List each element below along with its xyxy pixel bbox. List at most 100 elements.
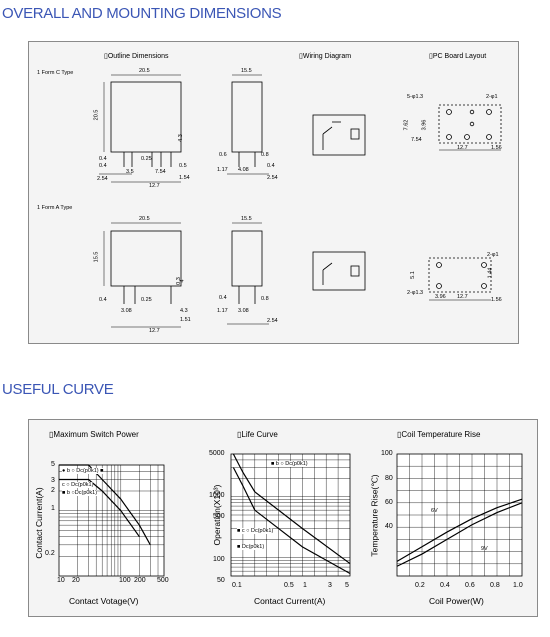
pcb-a-p7: 1.44 xyxy=(487,267,494,279)
dim-c-d6: 7.54 xyxy=(155,169,166,175)
switch-power-series-1 xyxy=(59,464,151,546)
c2-ytick-50: 50 xyxy=(217,577,225,584)
c2-ytick-100: 100 xyxy=(213,556,225,563)
dim-a-d7: 12.7 xyxy=(149,328,160,334)
c1-ytick-5: 5 xyxy=(51,461,55,468)
c3-xlabel: Coil Power(W) xyxy=(429,596,484,606)
c3-ytick-100: 100 xyxy=(381,450,393,457)
dim-c-pin-len: 4.3 xyxy=(177,134,184,142)
dim-c-d5: 3.5 xyxy=(126,169,134,175)
outline-dimensions-label: ▯Outline Dimensions xyxy=(104,53,169,60)
pcb-a-p2: 2-φ1.3 xyxy=(407,290,424,296)
form-c-label: 1 Form C Type xyxy=(37,70,74,76)
dim-a-width: 20.5 xyxy=(139,216,150,222)
c2-xtick-01: 0.1 xyxy=(232,582,242,589)
dim-a-d2: 0.4 xyxy=(99,297,107,303)
c3-ytick-40: 40 xyxy=(385,523,393,530)
section-title-curves: USEFUL CURVE xyxy=(2,381,114,398)
c2-xtick-3: 3 xyxy=(328,582,332,589)
c1-xtick-100: 100 xyxy=(119,577,131,584)
pcb-a-p3: 3.96 xyxy=(435,294,446,300)
c2-xtick-05: 0.5 xyxy=(284,582,294,589)
c1-ytick-2: 2 xyxy=(51,487,55,494)
dim-c-d1: 0.4 xyxy=(99,156,107,162)
pcb-c-p7: 1.56 xyxy=(491,145,502,151)
switch-power-title: ▯Maximum Switch Power xyxy=(49,430,139,439)
c1-legend-1: ● b ○ Dc(p0k1) ■ xyxy=(62,468,104,474)
curves-panel: ▯Maximum Switch Power ▯Life Curve ▯Coil … xyxy=(28,419,538,617)
c1-ytick-02: 0.2 xyxy=(45,550,55,557)
c3-ytick-60: 60 xyxy=(385,499,393,506)
curves-drawing xyxy=(58,453,523,577)
c3-xtick-10: 1.0 xyxy=(513,582,523,589)
dim-a-height: 15.5 xyxy=(93,251,100,263)
pcb-c-p6: 12.7 xyxy=(457,145,468,151)
coil-temp-series-9v xyxy=(396,502,523,567)
c2-ytick-1000: 1000 xyxy=(209,492,225,499)
dim-a-d5: 4.3 xyxy=(180,308,188,314)
c3-ylabel: Temperature Rise(℃) xyxy=(369,474,380,557)
life-curve-chart xyxy=(230,453,351,577)
pcb-c-p5: 7.54 xyxy=(411,137,422,143)
c2-xtick-5: 5 xyxy=(345,582,349,589)
c3-curve-9v-label: 9V xyxy=(481,546,488,552)
dim-c-s6: 1.17 xyxy=(217,167,228,173)
dim-c-d3: 2.54 xyxy=(97,176,108,182)
dim-c-depth: 15.5 xyxy=(241,68,252,74)
dim-a-d1: 0.3 xyxy=(175,277,182,285)
dim-c-height: 20.5 xyxy=(93,109,100,121)
pcb-a-p6: 5.1 xyxy=(409,271,416,279)
dim-a-s2: 0.8 xyxy=(261,296,269,302)
coil-temp-title: ▯Coil Temperature Rise xyxy=(397,430,481,439)
dim-c-d4: 0.25 xyxy=(141,156,152,162)
c1-legend-2: c ○ Dc(p0k1) xyxy=(62,482,94,488)
pcb-a-p5: 1.56 xyxy=(491,297,502,303)
c2-ylabel: Operation(X10³) xyxy=(212,484,222,546)
dim-a-d4: 0.25 xyxy=(141,297,152,303)
c1-xtick-10: 10 xyxy=(57,577,65,584)
dim-a-s1: 0.4 xyxy=(219,295,227,301)
dim-c-s2: 0.8 xyxy=(261,152,269,158)
c3-xtick-04: 0.4 xyxy=(440,582,450,589)
dim-c-width: 20.5 xyxy=(139,68,150,74)
c2-xtick-1: 1 xyxy=(303,582,307,589)
life-curve-title: ▯Life Curve xyxy=(237,430,278,439)
pc-board-layout-label: ▯PC Board Layout xyxy=(429,53,487,60)
pcb-a-p4: 12.7 xyxy=(457,294,468,300)
dim-a-depth: 15.5 xyxy=(241,216,252,222)
dim-a-s5: 1.17 xyxy=(217,308,228,314)
c2-legend-1: ■ b ○ Dc(p0k1) xyxy=(271,461,308,467)
pcb-c-p4: 3.96 xyxy=(421,119,428,131)
form-c-outline-body xyxy=(110,81,182,153)
life-curve-series-1 xyxy=(232,453,351,565)
coil-temp-chart xyxy=(396,453,523,577)
dim-c-s4: 0.4 xyxy=(267,163,275,169)
dim-a-s4: 2.54 xyxy=(267,318,278,324)
c1-ylabel: Contact Current(A) xyxy=(34,487,44,559)
c1-xtick-20: 20 xyxy=(72,577,80,584)
switch-power-series-2 xyxy=(59,478,140,538)
coil-temp-series-6v xyxy=(396,498,523,562)
dim-a-d3: 3.08 xyxy=(121,308,132,314)
pcb-c-p1: 5-φ1.3 xyxy=(407,94,424,100)
c1-ytick-1: 1 xyxy=(51,505,55,512)
life-curve-series-2 xyxy=(232,467,351,574)
c1-xlabel: Contact Votage(V) xyxy=(69,596,139,606)
c2-legend-3: ■ Dc(p0k1) xyxy=(237,544,265,550)
c1-xtick-500: 500 xyxy=(157,577,169,584)
c2-legend-2: ■ c ○ Dc(p0k1) xyxy=(237,528,274,534)
dim-c-d7: 0.5 xyxy=(179,163,187,169)
dim-c-d9: 12.7 xyxy=(149,183,160,189)
dim-c-d8: 1.54 xyxy=(179,175,190,181)
pcb-c-p2: 2-φ1 xyxy=(486,94,498,100)
dim-a-s3: 3.08 xyxy=(238,308,249,314)
dim-c-s1: 0.6 xyxy=(219,152,227,158)
c1-ytick-3: 3 xyxy=(51,477,55,484)
section-title-dimensions: OVERALL AND MOUNTING DIMENSIONS xyxy=(2,5,282,22)
pcb-c-p3: 7.62 xyxy=(403,119,410,131)
dimensions-drawing xyxy=(99,74,502,328)
c3-xtick-08: 0.8 xyxy=(490,582,500,589)
c3-xtick-02: 0.2 xyxy=(415,582,425,589)
pcb-a-p1: 2-φ1 xyxy=(487,252,499,258)
c2-xlabel: Contact Current(A) xyxy=(254,596,326,606)
